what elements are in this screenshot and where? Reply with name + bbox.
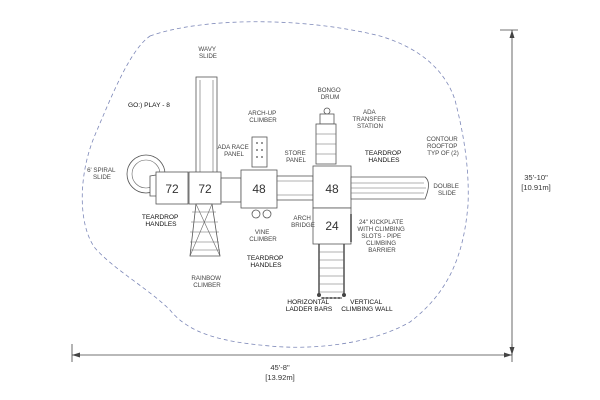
ada-race-panel-label: ADA RACE PANEL bbox=[217, 144, 250, 158]
horizontal-ladder-bars-label: HORIZONTAL LADDER BARS bbox=[286, 299, 333, 313]
teardrop-handles-left-label: TEARDROP HANDLES bbox=[142, 214, 180, 228]
wavy-slide-label: WAVY SLIDE bbox=[198, 46, 217, 60]
teardrop-handles-mid-label: TEARDROP HANDLES bbox=[247, 255, 285, 269]
deck-48-mid-number: 48 bbox=[252, 182, 266, 196]
vine-climber-rings bbox=[251, 209, 272, 219]
spiral-slide-label: 6' SPIRAL SLIDE bbox=[87, 167, 117, 181]
arch-bridge-label: ARCH BRIDGE bbox=[291, 215, 315, 229]
ada-transfer-station-label: ADA TRANSFER STATION bbox=[352, 109, 387, 130]
vertical-climbing-wall-label: VERTICAL CLIMBING WALL bbox=[341, 299, 393, 313]
teardrop-handles-top-label: TEARDROP HANDLES bbox=[365, 150, 403, 164]
arch-up-climber-label: ARCH-UP CLIMBER bbox=[248, 110, 278, 124]
width-dimension-ft: 45'-8" bbox=[270, 363, 290, 372]
bongo-drum-label: BONGO DRUM bbox=[318, 87, 343, 101]
deck-72-left-number: 72 bbox=[165, 182, 179, 196]
rainbow-climber bbox=[189, 203, 221, 257]
deck-72-right-number: 72 bbox=[198, 182, 212, 196]
height-dimension-ft: 35'-10" bbox=[524, 173, 548, 182]
safety-zone-boundary bbox=[81, 21, 469, 348]
arch-bridge bbox=[276, 175, 314, 201]
vine-climber-label: VINE CLIMBER bbox=[249, 229, 277, 243]
deck-connector-left bbox=[220, 177, 242, 203]
model-label: GO:) PLAY - 8 bbox=[128, 102, 170, 109]
width-dimension-m: [13.92m] bbox=[265, 373, 295, 382]
rainbow-climber-label: RAINBOW CLIMBER bbox=[191, 275, 222, 289]
bongo-drum bbox=[319, 107, 335, 125]
contour-rooftop-label: CONTOUR ROOFTOP TYP OF (2) bbox=[427, 136, 460, 157]
wavy-slide bbox=[195, 76, 218, 178]
ada-transfer-station bbox=[315, 123, 337, 165]
store-panel-label: STORE PANEL bbox=[285, 150, 308, 164]
deck-72-left bbox=[155, 171, 189, 205]
double-slide bbox=[350, 176, 429, 200]
deck-24-number: 24 bbox=[325, 219, 339, 233]
kickplate-label: 24" KICKPLATE WITH CLIMBING SLOTS - PIPE… bbox=[357, 219, 406, 254]
deck-48-right-number: 48 bbox=[325, 182, 339, 196]
double-slide-label: DOUBLE SLIDE bbox=[433, 183, 460, 197]
height-dimension-m: [10.91m] bbox=[521, 183, 551, 192]
horizontal-ladder-bars bbox=[317, 244, 346, 297]
deck-24 bbox=[312, 207, 352, 245]
width-dimension-line bbox=[71, 344, 513, 362]
height-dimension-line bbox=[500, 29, 518, 355]
vertical-climbing-wall bbox=[321, 297, 342, 299]
arch-up-climber bbox=[251, 136, 268, 168]
